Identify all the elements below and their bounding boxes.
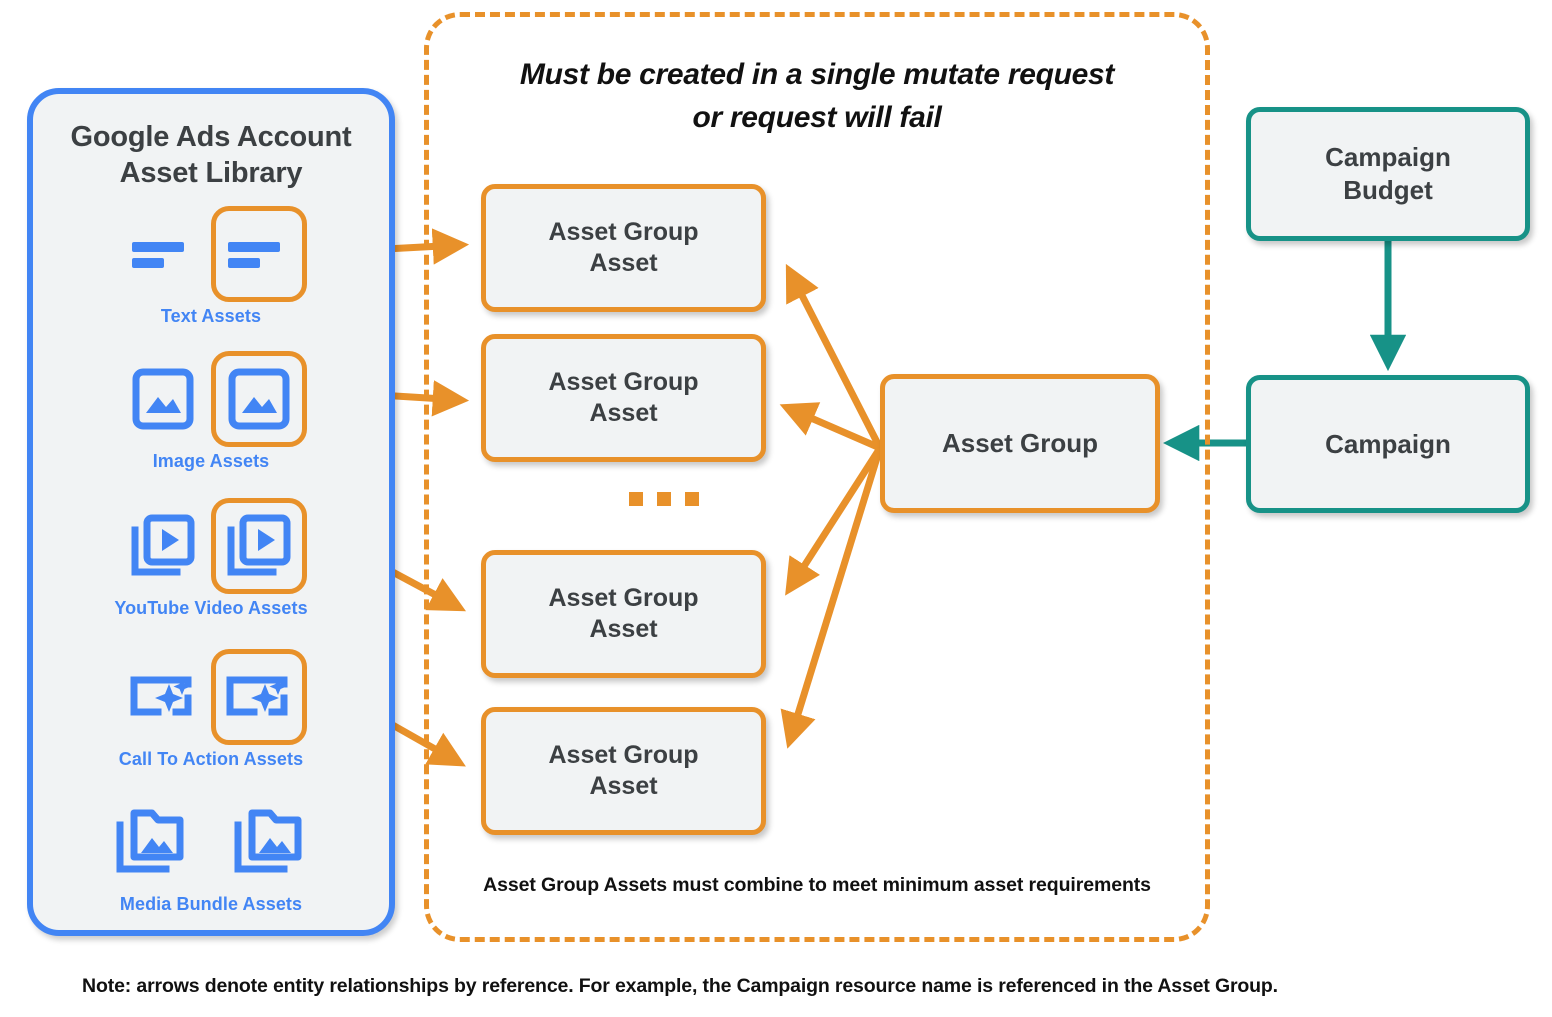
image-asset-icon-selected[interactable] xyxy=(211,351,307,447)
asset-group-asset-node-4[interactable]: Asset Group Asset xyxy=(481,707,766,835)
asset-icons-text xyxy=(33,206,389,302)
asset-icons-image xyxy=(33,351,389,447)
ellipsis-dot-3 xyxy=(685,492,699,506)
aga-1-line2: Asset xyxy=(589,249,658,277)
aga-4-line1: Asset Group xyxy=(548,740,699,769)
call-to-action-asset-icon-selected[interactable] xyxy=(211,649,307,745)
asset-row-image: Image Assets xyxy=(33,351,389,472)
asset-row-video: YouTube Video Assets xyxy=(33,498,389,619)
image-asset-icon xyxy=(115,351,211,447)
aga-4-line2: Asset xyxy=(589,772,658,800)
aga-3-line2: Asset xyxy=(589,615,658,643)
asset-group-asset-node-3[interactable]: Asset Group Asset xyxy=(481,550,766,678)
aga-2-line1: Asset Group xyxy=(548,367,699,396)
mutate-request-title: Must be created in a single mutate reque… xyxy=(424,54,1210,139)
text-asset-icon xyxy=(115,206,211,302)
asset-library-panel: Google Ads Account Asset Library xyxy=(27,88,395,936)
asset-group-node-label: Asset Group xyxy=(941,428,1099,459)
aga-2-line2: Asset xyxy=(589,399,658,427)
asset-group-node[interactable]: Asset Group xyxy=(880,374,1160,513)
campaign-node[interactable]: Campaign xyxy=(1246,375,1530,513)
asset-caption-image: Image Assets xyxy=(152,451,270,471)
asset-caption-text: Text Assets xyxy=(160,306,262,326)
asset-row-media-bundle: Media Bundle Assets xyxy=(33,794,389,915)
campaign-budget-line2: Budget xyxy=(1343,175,1433,205)
asset-library-title: Google Ads Account Asset Library xyxy=(33,120,389,192)
youtube-video-asset-icon-selected[interactable] xyxy=(211,498,307,594)
youtube-video-asset-icon xyxy=(115,498,211,594)
asset-row-text: Text Assets xyxy=(33,206,389,327)
asset-caption-video: YouTube Video Assets xyxy=(114,598,308,618)
mutate-request-title-line2: or request will fail xyxy=(692,100,942,134)
campaign-budget-line1: Campaign xyxy=(1325,142,1451,173)
call-to-action-asset-icon xyxy=(115,649,211,745)
aga-1-line1: Asset Group xyxy=(548,217,699,246)
asset-icons-media-bundle xyxy=(33,794,389,890)
asset-row-cta: Call To Action Assets xyxy=(33,649,389,770)
mutate-request-container xyxy=(424,12,1210,942)
text-asset-icon-selected[interactable] xyxy=(211,206,307,302)
asset-caption-cta: Call To Action Assets xyxy=(118,749,304,769)
ellipsis-indicator xyxy=(629,491,699,507)
ellipsis-dot-1 xyxy=(629,492,643,506)
campaign-node-label: Campaign xyxy=(1325,428,1451,459)
diagram-note: Note: arrows denote entity relationships… xyxy=(82,975,1278,997)
mutate-request-footnote: Asset Group Assets must combine to meet … xyxy=(483,874,1151,896)
asset-group-asset-node-2[interactable]: Asset Group Asset xyxy=(481,334,766,462)
media-bundle-asset-icon-2 xyxy=(222,794,318,890)
asset-library-title-line1: Google Ads Account xyxy=(70,121,352,153)
asset-icons-video xyxy=(33,498,389,594)
campaign-budget-node[interactable]: Campaign Budget xyxy=(1246,107,1530,241)
asset-icons-cta xyxy=(33,649,389,745)
aga-3-line1: Asset Group xyxy=(548,583,699,612)
asset-library-title-line2: Asset Library xyxy=(119,156,303,189)
asset-group-asset-node-1[interactable]: Asset Group Asset xyxy=(481,184,766,312)
ellipsis-dot-2 xyxy=(657,492,671,506)
asset-caption-media-bundle: Media Bundle Assets xyxy=(119,894,303,914)
media-bundle-asset-icon xyxy=(104,794,200,890)
mutate-request-title-line1: Must be created in a single mutate reque… xyxy=(519,58,1115,91)
